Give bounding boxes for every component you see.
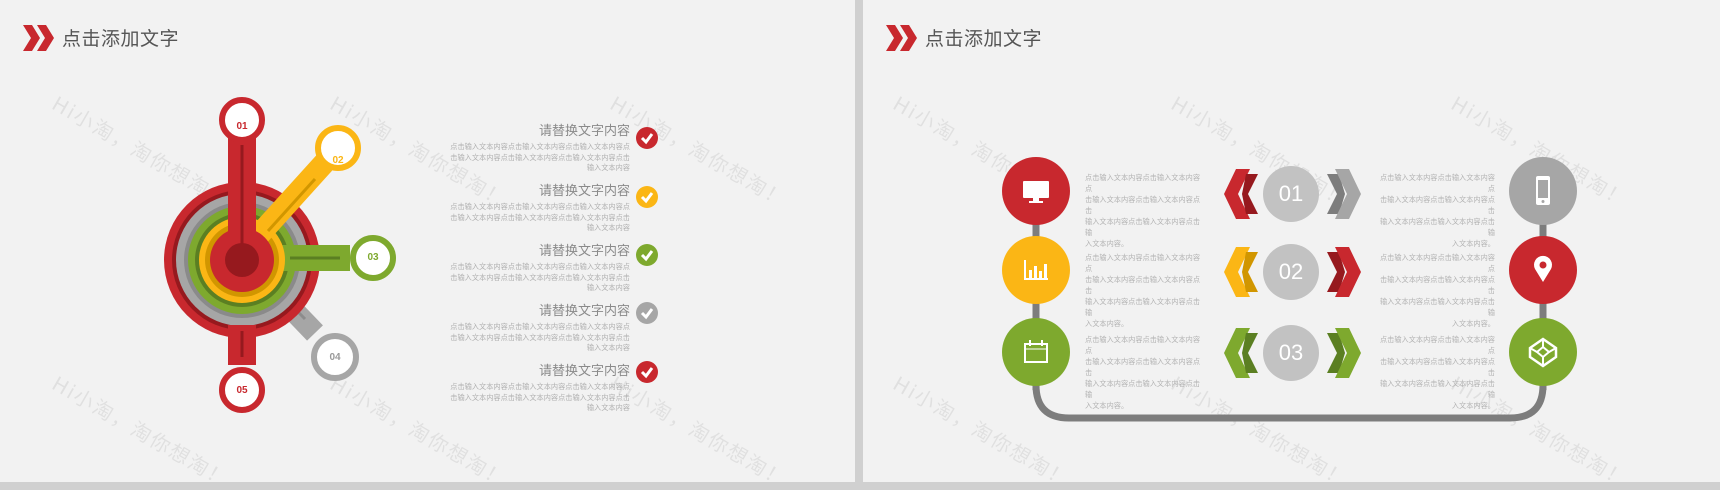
chevron-right-icon bbox=[1327, 328, 1361, 378]
checkmark-icon bbox=[636, 186, 658, 208]
slide-1[interactable]: 点击添加文字 Hi小淘，淘你想淘！ Hi小淘，淘你想淘！ Hi小淘，淘你想淘！ … bbox=[0, 0, 855, 482]
bar-chart-icon-circle[interactable] bbox=[1002, 236, 1070, 304]
smartphone-icon bbox=[1536, 176, 1550, 205]
slide-2-header: 点击添加文字 bbox=[886, 24, 1042, 51]
checkmark-icon bbox=[636, 302, 658, 324]
item-title: 请替换文字内容 bbox=[538, 304, 630, 319]
step-number-03: 03 bbox=[1263, 325, 1319, 381]
double-chevron-icon bbox=[23, 24, 54, 51]
location-pin-icon bbox=[1534, 255, 1552, 282]
diagram-label-03: 03 bbox=[367, 252, 379, 263]
item-description: 点击输入文本内容点击输入文本内容点击输入文本内容点击输入文本内容点击输入文本内容… bbox=[450, 262, 630, 292]
bar-chart-icon bbox=[1024, 260, 1048, 280]
monitor-icon-circle[interactable] bbox=[1002, 157, 1070, 225]
checkmark-icon bbox=[636, 361, 658, 383]
calendar-icon bbox=[1024, 340, 1048, 363]
slide-title[interactable]: 点击添加文字 bbox=[925, 28, 1043, 50]
chevron-left-icon bbox=[1224, 247, 1258, 297]
item-description: 点击输入文本内容点击输入文本内容点击输入文本内容点击输入文本内容点击输入文本内容… bbox=[450, 382, 630, 412]
radial-diagram bbox=[164, 97, 396, 413]
step-number-02: 02 bbox=[1263, 244, 1319, 300]
chevron-right-icon bbox=[1327, 247, 1361, 297]
item-title: 请替换文字内容 bbox=[538, 184, 630, 199]
chevron-right-icon bbox=[1327, 169, 1361, 219]
slide-2[interactable]: 点击添加文字 Hi小淘，淘你想淘！ Hi小淘，淘你想淘！ Hi小淘，淘你想淘！ … bbox=[863, 0, 1720, 482]
list-item[interactable]: 请替换文字内容 点击输入文本内容点击输入文本内容点击输入文本内容点击输入文本内容… bbox=[420, 364, 630, 414]
row-3-right-description: 点击输入文本内容点击输入文本内容点击输入文本内容点击输入文本内容点击输入文本内容… bbox=[1379, 335, 1495, 410]
chevron-left-icon bbox=[1224, 328, 1258, 378]
checkmark-icon bbox=[636, 244, 658, 266]
slide-title[interactable]: 点击添加文字 bbox=[62, 28, 180, 50]
smartphone-icon-circle[interactable] bbox=[1509, 157, 1577, 225]
item-description: 点击输入文本内容点击输入文本内容点击输入文本内容点击输入文本内容点击输入文本内容… bbox=[450, 322, 630, 352]
row-1-left-description: 点击输入文本内容点击输入文本内容点击输入文本内容点击输入文本内容点击输入文本内容… bbox=[1085, 173, 1201, 248]
arm-02 bbox=[241, 125, 361, 253]
item-description: 点击输入文本内容点击输入文本内容点击输入文本内容点击输入文本内容点击输入文本内容… bbox=[450, 142, 630, 172]
row-1-right-description: 点击输入文本内容点击输入文本内容点击输入文本内容点击输入文本内容点击输入文本内容… bbox=[1379, 173, 1495, 248]
diagram-label-01: 01 bbox=[236, 121, 248, 132]
row-2-right-description: 点击输入文本内容点击输入文本内容点击输入文本内容点击输入文本内容点击输入文本内容… bbox=[1379, 253, 1495, 328]
diagram-label-04: 04 bbox=[329, 352, 341, 363]
item-description: 点击输入文本内容点击输入文本内容点击输入文本内容点击输入文本内容点击输入文本内容… bbox=[450, 202, 630, 232]
item-title: 请替换文字内容 bbox=[538, 124, 630, 139]
calendar-icon-circle[interactable] bbox=[1002, 318, 1070, 386]
checkmark-icon bbox=[636, 127, 658, 149]
row-2-left-description: 点击输入文本内容点击输入文本内容点击输入文本内容点击输入文本内容点击输入文本内容… bbox=[1085, 253, 1201, 328]
list-item[interactable]: 请替换文字内容 点击输入文本内容点击输入文本内容点击输入文本内容点击输入文本内容… bbox=[420, 184, 630, 234]
step-number-01: 01 bbox=[1263, 166, 1319, 222]
location-pin-icon-circle[interactable] bbox=[1509, 236, 1577, 304]
chevron-left-icon bbox=[1224, 169, 1258, 219]
arm-01 bbox=[219, 97, 265, 255]
item-title: 请替换文字内容 bbox=[538, 244, 630, 259]
diagram-label-02: 02 bbox=[332, 155, 344, 166]
item-title: 请替换文字内容 bbox=[538, 364, 630, 379]
codepen-cube-icon-circle[interactable] bbox=[1509, 318, 1577, 386]
monitor-icon bbox=[1023, 181, 1049, 203]
diagram-label-05: 05 bbox=[236, 385, 248, 396]
arm-05 bbox=[219, 325, 265, 413]
double-chevron-icon bbox=[886, 24, 917, 51]
connector-track bbox=[1032, 190, 1547, 422]
list-item[interactable]: 请替换文字内容 点击输入文本内容点击输入文本内容点击输入文本内容点击输入文本内容… bbox=[420, 244, 630, 294]
list-item[interactable]: 请替换文字内容 点击输入文本内容点击输入文本内容点击输入文本内容点击输入文本内容… bbox=[420, 124, 630, 174]
codepen-cube-icon bbox=[1528, 337, 1558, 368]
watermark: Hi小淘，淘你想淘！ bbox=[606, 371, 792, 482]
row-3-left-description: 点击输入文本内容点击输入文本内容点击输入文本内容点击输入文本内容点击输入文本内容… bbox=[1085, 335, 1201, 410]
slide-1-header: 点击添加文字 bbox=[23, 24, 179, 51]
watermark: Hi小淘，淘你想淘！ bbox=[606, 91, 792, 213]
list-item[interactable]: 请替换文字内容 点击输入文本内容点击输入文本内容点击输入文本内容点击输入文本内容… bbox=[420, 304, 630, 354]
